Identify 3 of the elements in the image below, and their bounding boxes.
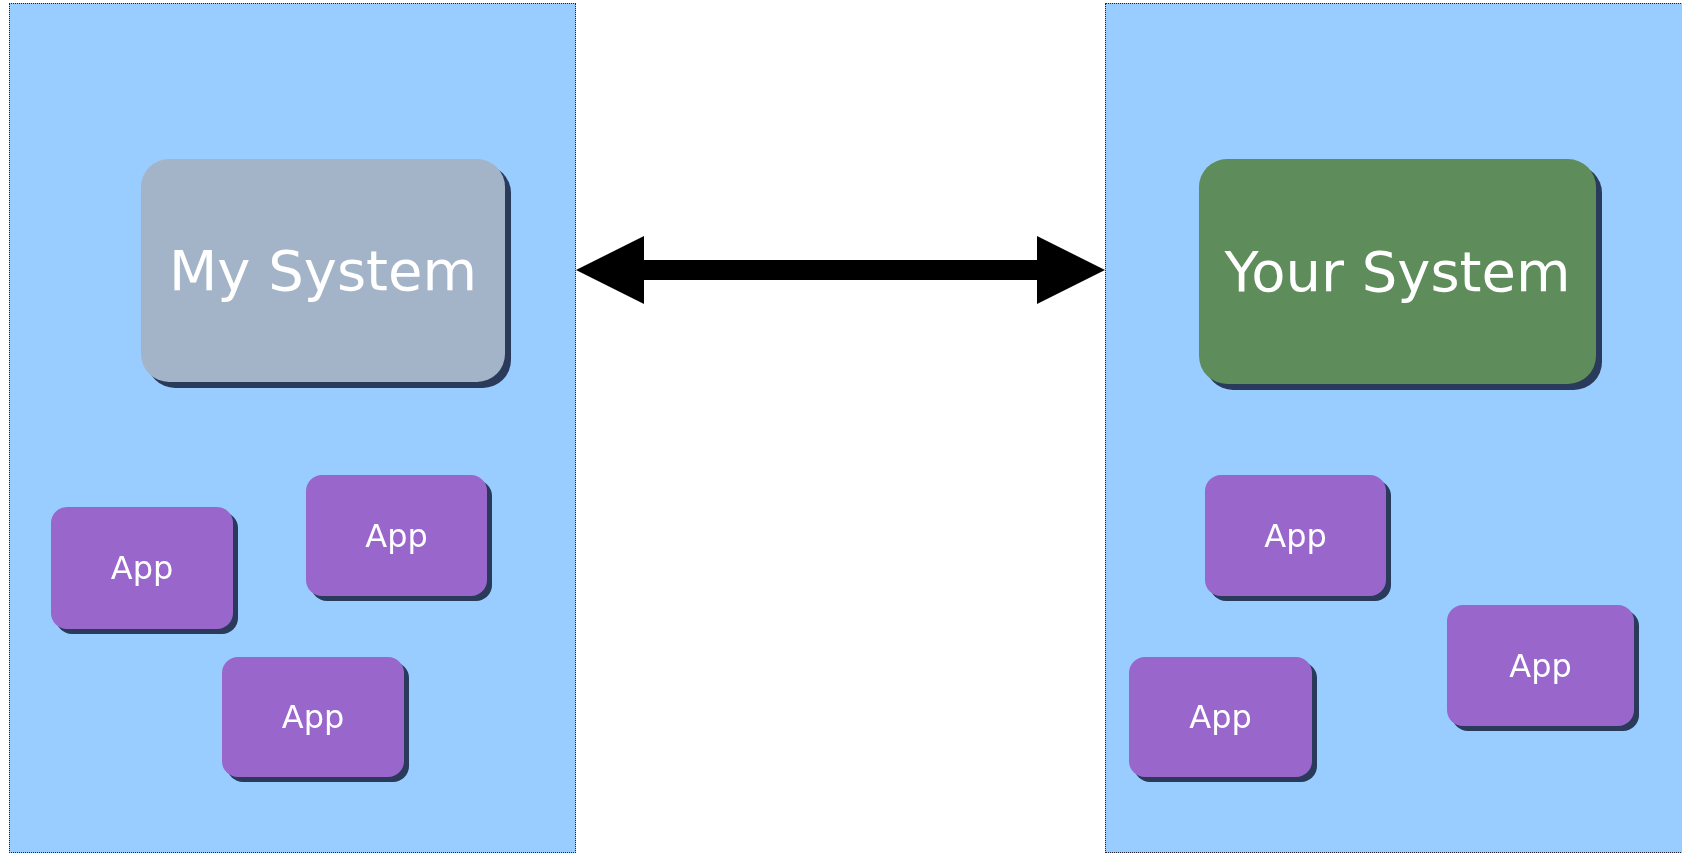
double-arrow	[576, 236, 1105, 304]
system-panel	[9, 3, 576, 853]
system-panel	[1105, 3, 1682, 853]
